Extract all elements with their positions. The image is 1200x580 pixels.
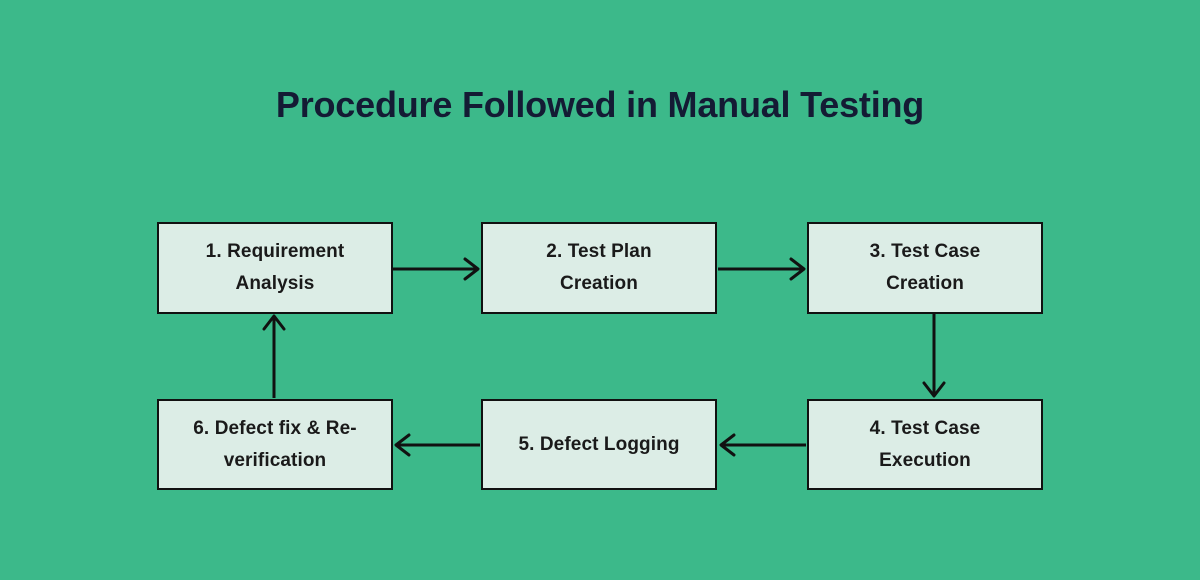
flow-node-defect-logging[interactable]: 5. Defect Logging [481, 399, 717, 490]
flow-node-defect-fix-reverification[interactable]: 6. Defect fix & Re- verification [157, 399, 393, 490]
arrow-defect-logging-to-defect-fix [394, 433, 480, 457]
flow-node-test-case-creation[interactable]: 3. Test Case Creation [807, 222, 1043, 314]
flow-node-requirement-analysis[interactable]: 1. Requirement Analysis [157, 222, 393, 314]
flow-node-label: 3. Test Case Creation [869, 241, 981, 294]
flow-node-label: 4. Test Case Execution [869, 417, 981, 471]
flow-node-label: 1. Requirement Analysis [205, 241, 345, 294]
flow-node-label: 6. Defect fix & Re- verification [193, 417, 357, 471]
arrow-requirement-analysis-to-test-plan [393, 257, 480, 281]
page-title: Procedure Followed in Manual Testing [275, 84, 925, 125]
arrow-test-plan-to-test-case-creation [718, 257, 806, 281]
flow-node-test-case-execution[interactable]: 4. Test Case Execution [807, 399, 1043, 490]
flow-node-label: 5. Defect Logging [518, 433, 680, 455]
arrow-test-case-execution-to-defect-logging [719, 433, 806, 457]
arrow-defect-fix-to-requirement-analysis [262, 314, 286, 398]
flow-node-label: 2. Test Plan Creation [546, 241, 652, 294]
arrow-test-case-creation-to-test-case-execution [922, 314, 946, 398]
flow-node-test-plan-creation[interactable]: 2. Test Plan Creation [481, 222, 717, 314]
